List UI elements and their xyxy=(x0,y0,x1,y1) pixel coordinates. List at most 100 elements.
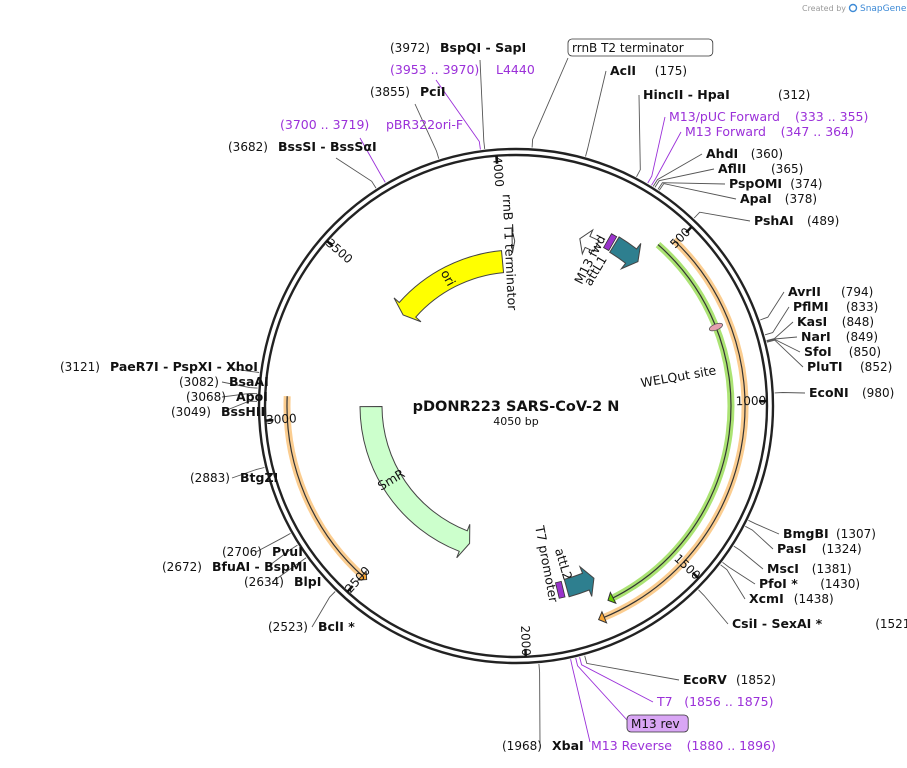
site-leader-line xyxy=(435,79,481,150)
feature-label-welqut: WELQut site xyxy=(639,362,717,390)
site-label: NarI (849) xyxy=(766,329,878,344)
site-name: CsiI - SexAI * xyxy=(732,616,823,631)
site-leader-line xyxy=(271,557,307,583)
bp-tick-mark xyxy=(326,240,334,248)
site-name: BssHII xyxy=(221,404,265,419)
site-position: (2523) xyxy=(268,620,308,634)
site-name: M13/pUC Forward xyxy=(669,109,780,124)
site-leader-line xyxy=(265,544,298,569)
site-leader-line xyxy=(531,57,569,148)
site-position: (849) xyxy=(846,330,878,344)
site-label: (3700 .. 3719)pBR322ori-F xyxy=(280,117,463,183)
plasmid-title: pDONR223 SARS-CoV-2 N xyxy=(413,399,620,415)
feature-label-ori: ori xyxy=(438,267,459,288)
site-name: M13 Reverse xyxy=(591,738,672,753)
site-leader-line xyxy=(774,392,806,394)
site-position: (347 .. 364) xyxy=(781,124,854,139)
site-leader-line xyxy=(221,392,258,398)
site-label: (2706)PvuI xyxy=(222,533,303,559)
site-leader-line xyxy=(584,655,680,681)
site-position: (1438) xyxy=(794,592,834,606)
site-label: AclI(175) xyxy=(585,63,687,157)
site-label: MscI(1381) xyxy=(733,545,852,576)
site-position: (374) xyxy=(790,177,822,191)
site-leader-line xyxy=(575,657,628,721)
site-leader-line xyxy=(760,291,785,321)
site-position: (850) xyxy=(849,345,881,359)
site-name: EcoNI xyxy=(809,385,849,400)
site-label: PshAI(489) xyxy=(693,211,839,228)
site-leader-line xyxy=(651,131,682,186)
site-leader-line xyxy=(733,545,764,570)
bp-tick-label: 4000 xyxy=(490,156,506,188)
site-position: (360) xyxy=(751,147,783,161)
site-position: (848) xyxy=(842,315,874,329)
site-position: (1324) xyxy=(822,542,862,556)
site-position: (2634) xyxy=(244,575,284,589)
site-label: M13 rev xyxy=(575,657,689,733)
site-position: (1307) xyxy=(836,527,876,541)
plasmid-length: 4050 bp xyxy=(493,415,538,428)
site-name: NarI xyxy=(801,329,831,344)
site-name: KasI xyxy=(797,314,827,329)
site-position: (333 .. 355) xyxy=(795,109,868,124)
site-label: (2672)BfuAI - BspMI xyxy=(162,544,307,574)
site-position: (3049) xyxy=(171,405,211,419)
site-leader-line xyxy=(722,561,756,585)
site-position: (3068) xyxy=(186,390,226,404)
site-label: AvrII(794) xyxy=(760,284,873,321)
credit-brand: SnapGene xyxy=(860,4,907,14)
site-name: L4440 xyxy=(496,62,535,77)
site-leader-line xyxy=(654,168,715,188)
site-leader-line xyxy=(227,367,260,373)
site-name: rrnB T2 terminator xyxy=(572,41,684,55)
site-name: BtgZI xyxy=(240,470,278,485)
site-label: EcoRV(1852) xyxy=(584,655,776,687)
site-label: (3953 .. 3970)L4440 xyxy=(390,62,535,150)
site-leader-line xyxy=(748,519,780,535)
site-name: AflII xyxy=(718,161,746,176)
site-label-box xyxy=(567,38,714,57)
site-label: M13/pUC Forward (333 .. 355) xyxy=(647,109,868,184)
site-position: (980) xyxy=(862,386,894,400)
site-leader-line xyxy=(766,339,804,368)
site-leader-line xyxy=(359,137,386,183)
site-label: (3082)BsaAI xyxy=(179,374,269,389)
site-leader-line xyxy=(221,381,258,389)
feature-ori-arrow xyxy=(393,250,505,323)
site-position: (489) xyxy=(807,214,839,228)
site-leader-line xyxy=(255,533,291,553)
site-leader-line xyxy=(479,59,486,149)
site-label: SfoI(850) xyxy=(766,338,881,359)
site-name: T7 xyxy=(656,694,673,709)
site-name: BsaAI xyxy=(229,374,269,389)
site-name: M13 Forward xyxy=(685,124,766,139)
feature-rrnb-t2-marker xyxy=(511,228,516,254)
site-position: (1852) xyxy=(736,673,776,687)
bp-tick-mark xyxy=(691,571,700,580)
site-name: PspOMI xyxy=(729,176,782,191)
site-layer: (3972)BspQI - SapI(3953 .. 3970)L4440(38… xyxy=(60,38,907,753)
site-leader-line xyxy=(311,591,336,628)
bp-tick-label: 1000 xyxy=(736,394,767,409)
site-label: PfoI *(1430) xyxy=(722,561,860,591)
site-label: (3855)PciI xyxy=(370,84,446,159)
site-label: EcoNI (980) xyxy=(774,385,894,400)
bp-tick-label: 3500 xyxy=(323,236,355,267)
site-position: (3700 .. 3719) xyxy=(280,117,369,132)
site-name: AclI xyxy=(610,63,636,78)
site-position: (365) xyxy=(771,162,803,176)
snapgene-logo-icon xyxy=(848,3,858,13)
site-label: HincII - HpaI(312) xyxy=(636,87,810,178)
site-label: (3068)ApoI xyxy=(186,389,268,404)
site-name: PflMI xyxy=(793,299,829,314)
site-position: (1880 .. 1896) xyxy=(687,738,776,753)
site-label: (3049) BssHII xyxy=(171,400,265,419)
site-position: (852) xyxy=(860,360,892,374)
site-leader-line xyxy=(221,400,258,413)
site-label-box xyxy=(626,714,689,733)
site-position: (1430) xyxy=(820,577,860,591)
site-name: BlpI xyxy=(294,574,321,589)
site-label: (2523)BclI * xyxy=(268,591,355,634)
